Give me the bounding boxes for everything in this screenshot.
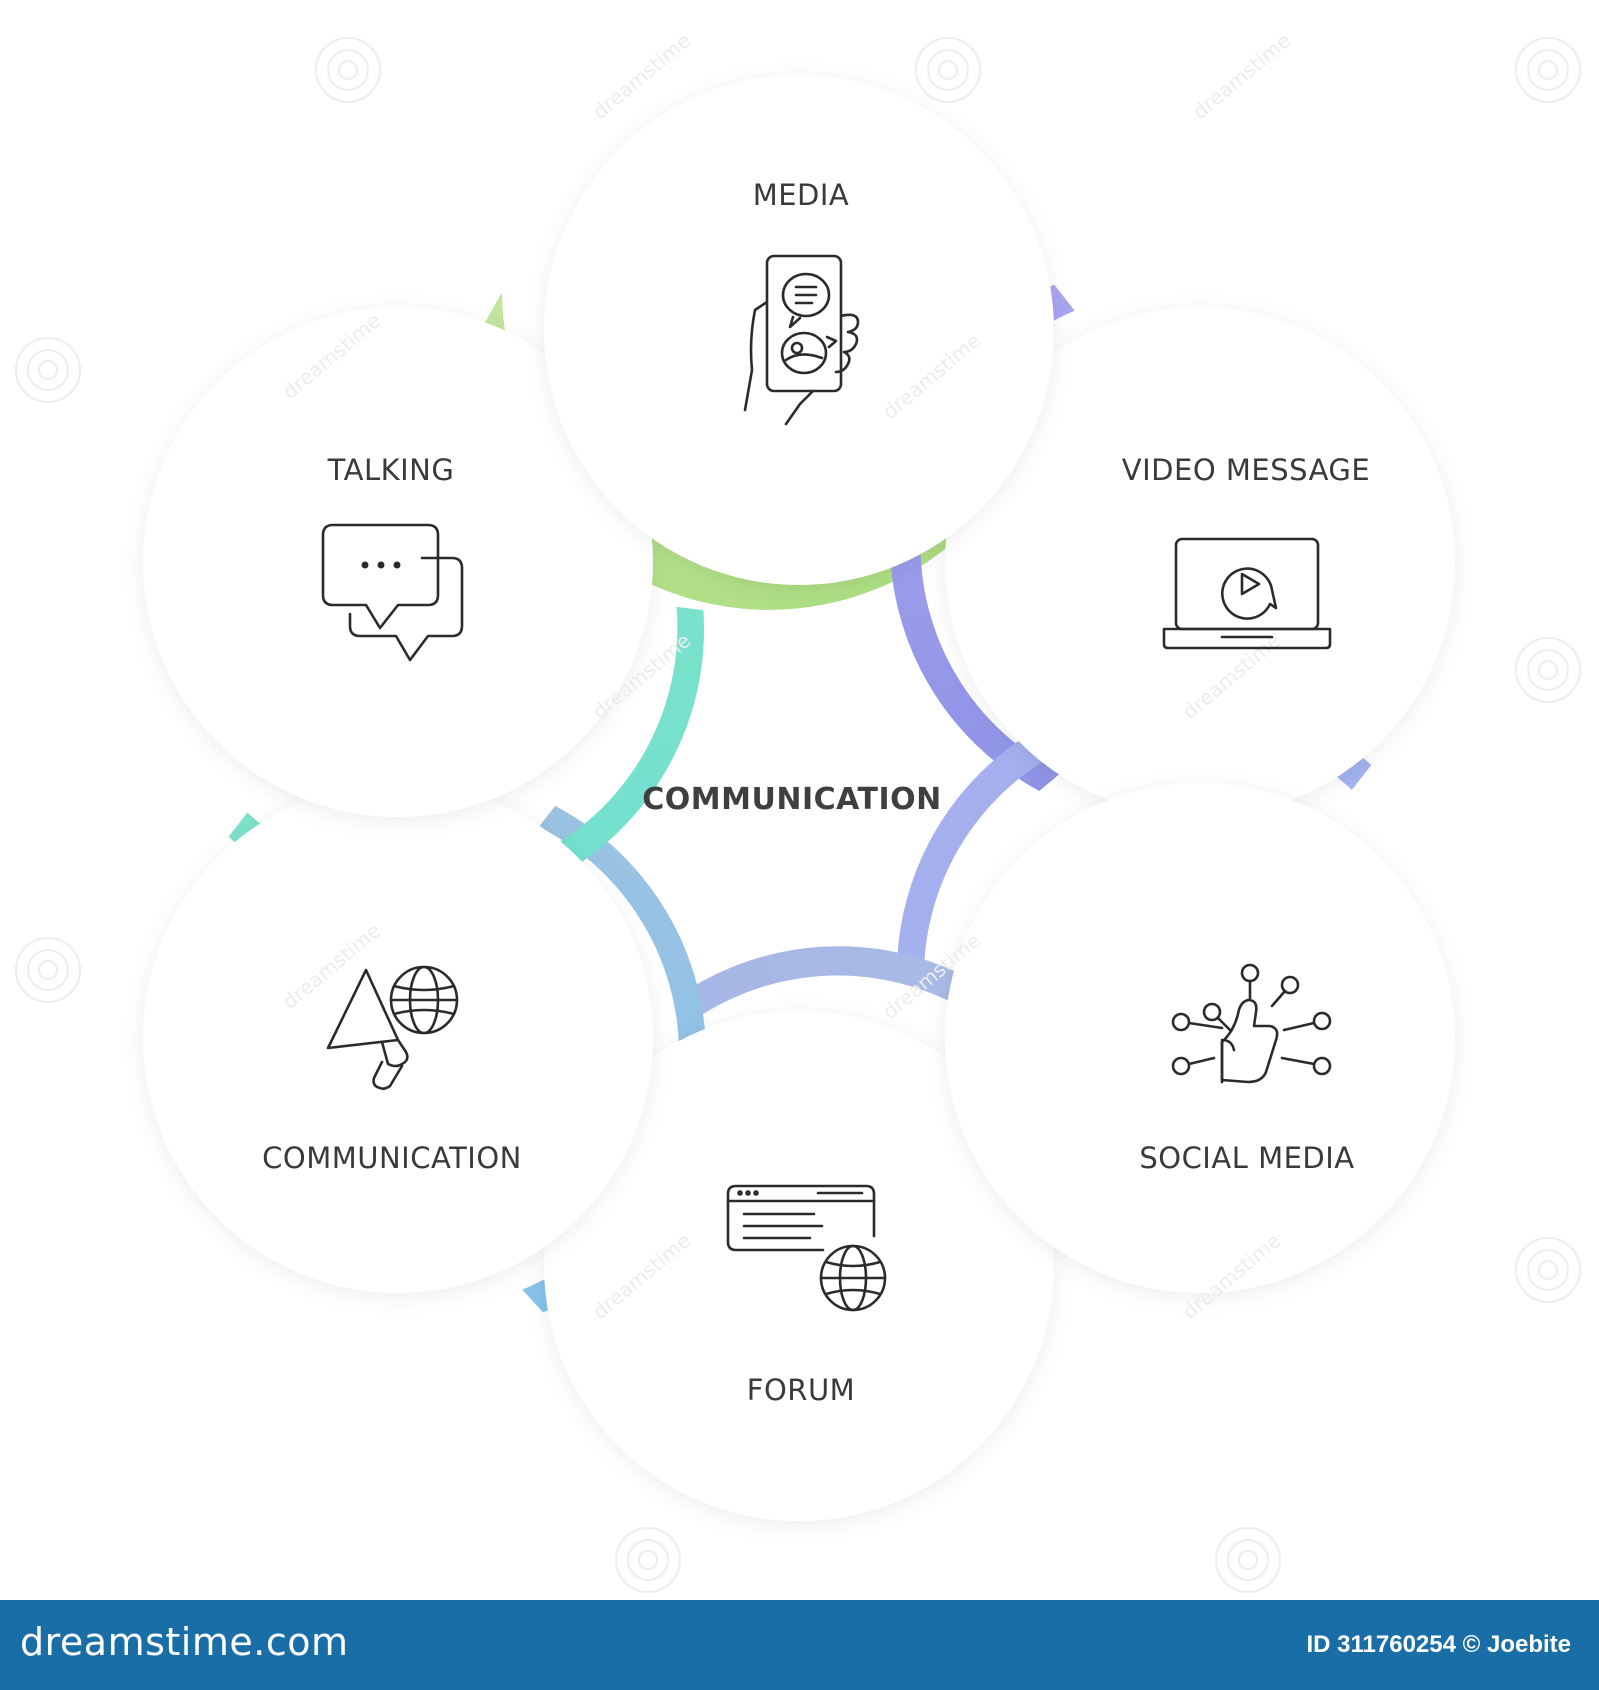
cycle-diagram: dreamstime dreamstime dreamstime dreamst…	[15, 28, 1581, 1593]
social-media-circle	[945, 783, 1455, 1293]
watermark-spiral-icon	[615, 1527, 681, 1593]
communication-node-label: COMMUNICATION	[262, 1141, 522, 1175]
brand-logo-text[interactable]: dreamstime.com	[20, 1620, 349, 1664]
thumbs-up-network-icon	[1171, 963, 1332, 1084]
laptop-video-icon	[1162, 537, 1332, 650]
chat-bubbles-icon	[321, 523, 464, 662]
video-message-label: VIDEO MESSAGE	[1122, 453, 1370, 487]
watermark-spiral-icon	[915, 37, 981, 103]
stock-id-credit: ID 311760254 © Joebite	[1306, 1631, 1571, 1658]
talking-arc	[228, 606, 705, 913]
phone-in-hand-icon	[743, 254, 860, 426]
forum-circle	[544, 1011, 1054, 1521]
diagram-stage: dreamstime dreamstime dreamstime dreamst…	[15, 28, 1581, 1593]
watermark-spiral-icon	[1515, 637, 1581, 703]
watermark-text: dreamstime	[1188, 28, 1295, 124]
talking-label: TALKING	[327, 453, 455, 487]
watermark-spiral-icon	[1215, 1527, 1281, 1593]
watermark-layer	[15, 37, 1581, 1593]
watermark-spiral-icon	[315, 37, 381, 103]
watermark-spiral-icon	[1515, 37, 1581, 103]
center-label: COMMUNICATION	[642, 782, 942, 817]
megaphone-globe-icon	[326, 965, 459, 1090]
watermark-spiral-icon	[15, 337, 81, 403]
watermark-spiral-icon	[15, 937, 81, 1003]
watermark-spiral-icon	[1515, 1237, 1581, 1303]
media-label: MEDIA	[753, 178, 850, 212]
browser-globe-icon	[726, 1184, 887, 1312]
social-media-label: SOCIAL MEDIA	[1139, 1141, 1354, 1175]
media-circle	[544, 75, 1054, 585]
social-media-arc	[897, 690, 1372, 971]
video-message-circle	[945, 307, 1455, 817]
footer-bar: dreamstime.com ID 311760254 © Joebite	[0, 1600, 1599, 1690]
forum-label: FORUM	[747, 1373, 855, 1407]
